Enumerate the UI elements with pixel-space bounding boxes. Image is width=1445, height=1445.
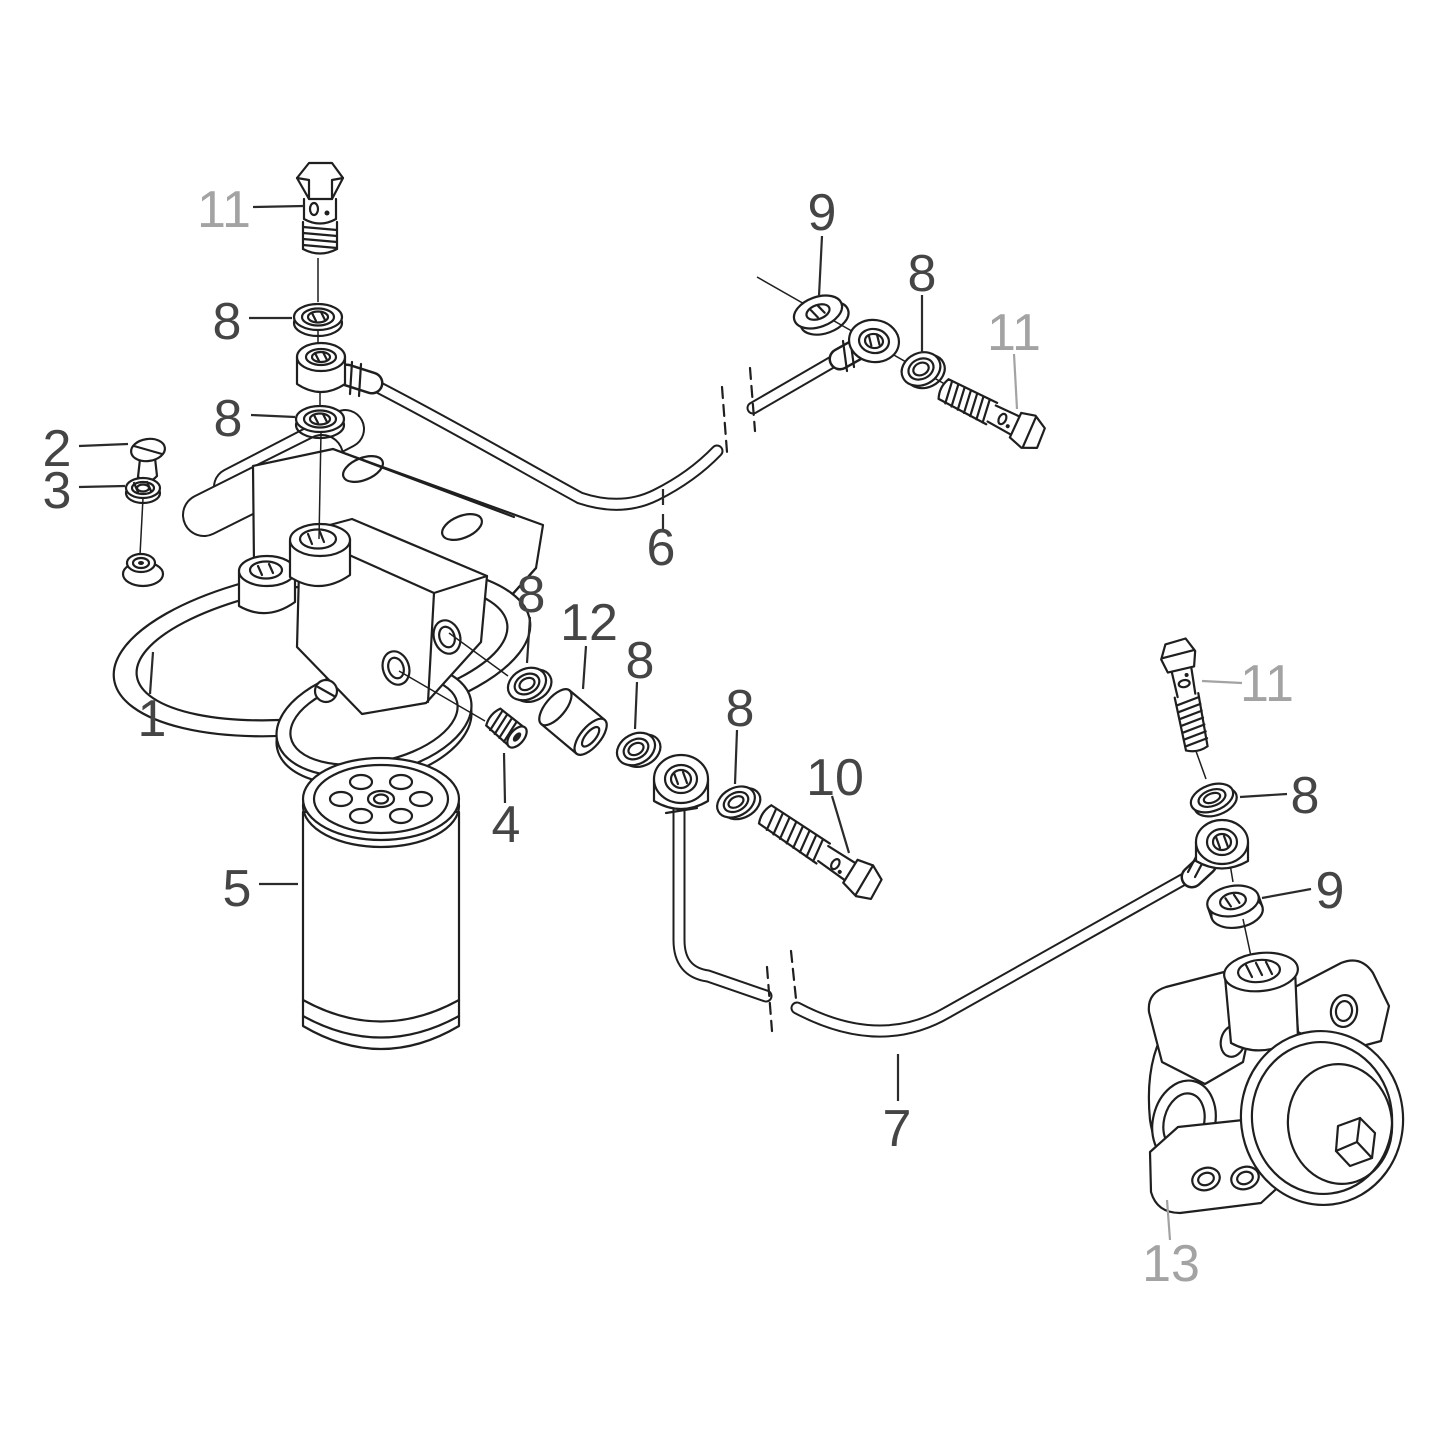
cover-screw-chain [124,437,167,556]
callout-1: 1 [138,690,167,748]
pipe-6-break-marks [720,366,757,454]
threaded-boss-front [237,554,297,615]
callout-12: 12 [560,594,618,652]
banjo-bolt-11-pump [1156,634,1210,753]
leader-4 [502,752,507,804]
callout-8-mid-right: 8 [726,680,755,738]
fuel-pipe-6 [295,318,901,511]
washer-8-top-right [900,351,946,390]
callout-8-mid-center: 8 [626,632,655,690]
washer-3 [124,476,162,505]
leader-1 [148,651,155,695]
callout-labels: 11 8 8 2 3 1 9 8 11 6 8 12 8 8 10 4 5 11… [43,181,1345,1293]
leader-9-top [817,235,824,297]
callout-8-top-upper: 8 [213,293,242,351]
spacer-9-pump [1206,884,1264,930]
fuel-feed-pump [1147,951,1405,1215]
leader-13 [1165,1199,1172,1241]
mid-chain [483,666,891,908]
callout-3: 3 [43,462,72,520]
callout-2: 2 [43,420,72,478]
fuel-filter-cartridge [301,756,461,1051]
plug-4 [483,705,528,750]
banjo-bolt-10 [756,802,891,908]
leader-8-top-lower [250,413,296,419]
cover-stud [121,552,165,588]
leader-2 [78,442,129,448]
callout-11-right: 11 [987,304,1041,362]
callout-13: 13 [1142,1235,1200,1293]
leader-8-mid-center [633,681,639,730]
banjo-eye-pipe7-filter-end [652,753,710,811]
banjo-bolt-11-right [935,376,1053,457]
washer-8-mid-right [716,785,762,821]
callout-8-mid-left: 8 [517,566,546,624]
leader-11-top [252,204,305,209]
threaded-boss-rear [288,522,352,588]
leader-12 [581,645,588,690]
callout-8-top-lower: 8 [214,390,243,448]
banjo-eye-pipe7-pump-end [1194,818,1250,870]
banjo-eye-pipe6-filter-end [295,341,347,394]
filter-top-holes [328,773,434,825]
callout-5: 5 [223,860,252,918]
callout-4: 4 [492,796,521,854]
callout-11-pump: 11 [1240,655,1294,713]
callout-9-top: 9 [808,184,837,242]
callout-8-pump: 8 [1291,767,1320,825]
bushing-12 [538,688,608,756]
leader-8-pump [1239,792,1288,799]
leader-9-pump [1261,887,1312,900]
washer-8-top-upper [292,302,344,338]
filter-head-assembly [112,409,545,791]
axis-lines-foreground [318,431,509,722]
washer-8-top-lower [294,404,346,440]
leader-8-mid-left [525,616,532,664]
leader-8-mid-right [733,729,739,785]
spacer-9-top [792,294,850,336]
banjo-bolt-11-top [295,161,345,255]
banjo-eye-pipe6-right-end [847,318,901,364]
top-right-chain [792,294,1053,457]
pump-fitting-chain [1156,634,1264,930]
leader-3 [78,484,126,489]
screw-2 [129,437,167,483]
pipe-7-break-marks [765,949,798,1033]
callout-8-top-right: 8 [908,245,937,303]
callout-6: 6 [647,519,676,577]
callout-9-pump: 9 [1316,862,1345,920]
washer-8-pump [1189,782,1238,818]
washer-8-mid-center [615,731,662,768]
callout-10: 10 [806,749,864,807]
leader-11-pump [1201,679,1243,685]
leader-11-right [1012,353,1019,410]
callout-leaders [78,204,1312,1241]
fuel-pipe-7 [672,795,1250,1038]
washer-8-mid-left [506,666,553,703]
leader-10 [830,795,851,854]
callout-7: 7 [883,1100,912,1158]
top-left-chain [292,161,346,440]
callout-11-top: 11 [197,181,251,239]
